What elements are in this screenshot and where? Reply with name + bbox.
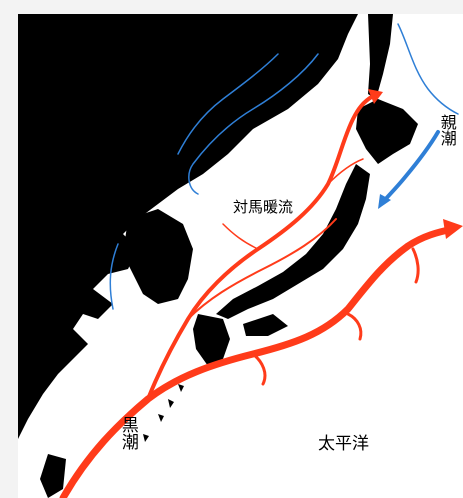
cold-currents bbox=[109, 23, 459, 310]
cold-current-sea-of-japan-2 bbox=[177, 53, 279, 155]
tsushima-current-line bbox=[146, 94, 375, 401]
kuroshio-hook-2 bbox=[411, 247, 420, 284]
cold-current-north bbox=[397, 23, 459, 115]
kuroshio-arrowhead bbox=[443, 219, 463, 239]
tsushima-branch-3 bbox=[327, 158, 364, 185]
land-korea bbox=[123, 209, 193, 304]
land-islands bbox=[143, 384, 184, 442]
land-mainland bbox=[18, 14, 358, 439]
tsushima-current-label: 対馬暖流 bbox=[233, 198, 294, 216]
kuroshio-current-label: 黒潮 bbox=[117, 416, 138, 450]
warm-currents bbox=[59, 89, 463, 498]
pacific-ocean-label: 太平洋 bbox=[318, 434, 369, 454]
kuroshio-hook-3 bbox=[251, 352, 267, 386]
map-svg bbox=[18, 14, 463, 498]
oyashio-current-line bbox=[381, 130, 440, 204]
land-taiwan bbox=[40, 454, 66, 498]
ocean-currents-map: 対馬暖流 親潮 黒潮 太平洋 bbox=[18, 14, 463, 498]
kuroshio-current-line bbox=[59, 225, 457, 498]
land-honshu bbox=[216, 164, 370, 319]
cold-current-korea bbox=[109, 243, 119, 310]
land-hokkaido bbox=[356, 99, 418, 164]
tsushima-arrowhead bbox=[368, 89, 383, 104]
land-sakhalin bbox=[368, 14, 393, 99]
land-shikoku bbox=[243, 314, 288, 336]
tsushima-branch-2 bbox=[222, 223, 259, 250]
land-kyushu bbox=[193, 314, 230, 366]
oyashio-arrowhead bbox=[378, 194, 391, 209]
oyashio-current-label: 親潮 bbox=[437, 114, 457, 146]
tsushima-branch bbox=[187, 218, 337, 320]
land-group bbox=[18, 14, 418, 498]
cold-current-sea-of-japan bbox=[188, 53, 319, 195]
kuroshio-hook-1 bbox=[346, 312, 363, 341]
